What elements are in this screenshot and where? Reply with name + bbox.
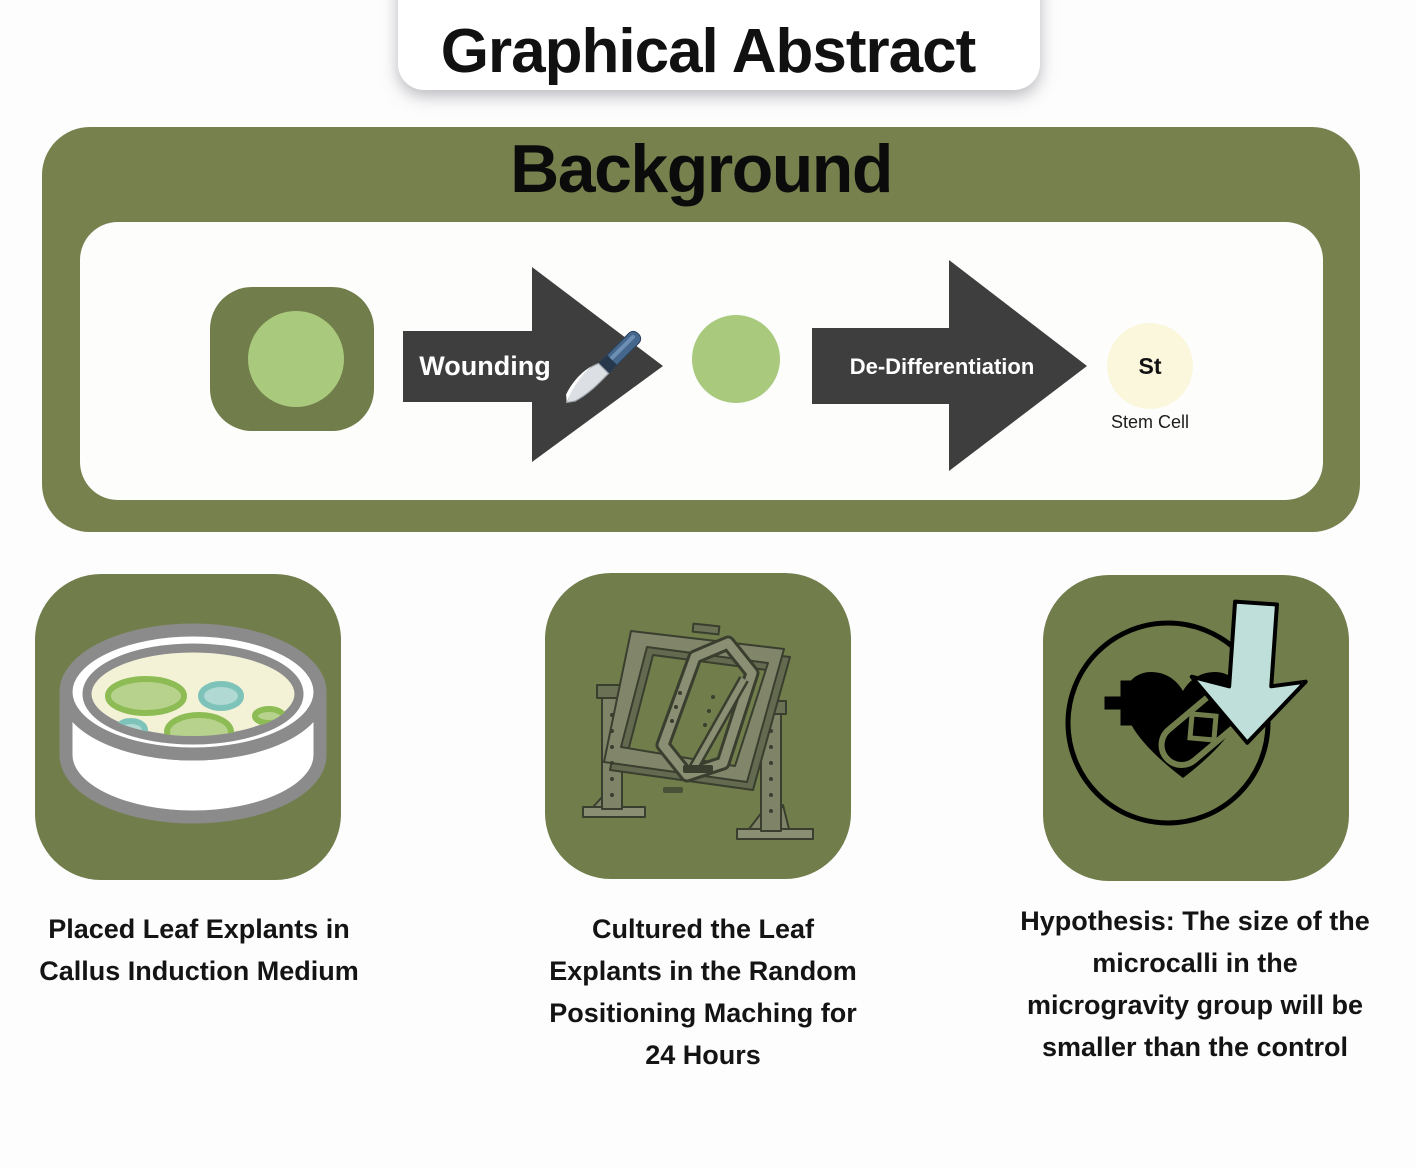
dedifferentiation-arrow-label: De-Differentiation [849, 354, 1035, 379]
stem-cell-caption: Stem Cell [1110, 412, 1190, 432]
background-panel-title: Background [510, 131, 893, 207]
step-caption-callus-medium: Placed Leaf Explants in Callus Induction… [39, 914, 359, 986]
page-title: Graphical Abstract [440, 17, 976, 86]
hypothesis-heart-down-arrow-icon [1065, 599, 1308, 826]
step-square-rpm [545, 573, 851, 879]
step-square-callus-medium [35, 574, 341, 880]
title-card-shadow [398, 0, 1040, 90]
random-positioning-machine-icon [582, 622, 814, 840]
petri-dish-icon [59, 623, 327, 824]
step-caption-hypothesis: Hypothesis: The size of the microcalli i… [1020, 906, 1370, 1062]
callus-blob [105, 676, 187, 716]
wounding-arrow-label: Wounding [419, 351, 551, 381]
scalpel-icon [565, 330, 642, 404]
leaf-explant-circle [248, 311, 344, 407]
callus-blob [164, 712, 234, 736]
callus-blob [198, 681, 244, 711]
step-caption-rpm: Cultured the Leaf Explants in the Random… [549, 914, 857, 1070]
down-arrow-icon [1189, 599, 1308, 745]
wounded-explant-circle [692, 315, 780, 403]
step-square-hypothesis [1043, 575, 1349, 881]
stem-cell-circle: St [1107, 323, 1193, 409]
stem-cell-abbr: St [1138, 352, 1162, 379]
